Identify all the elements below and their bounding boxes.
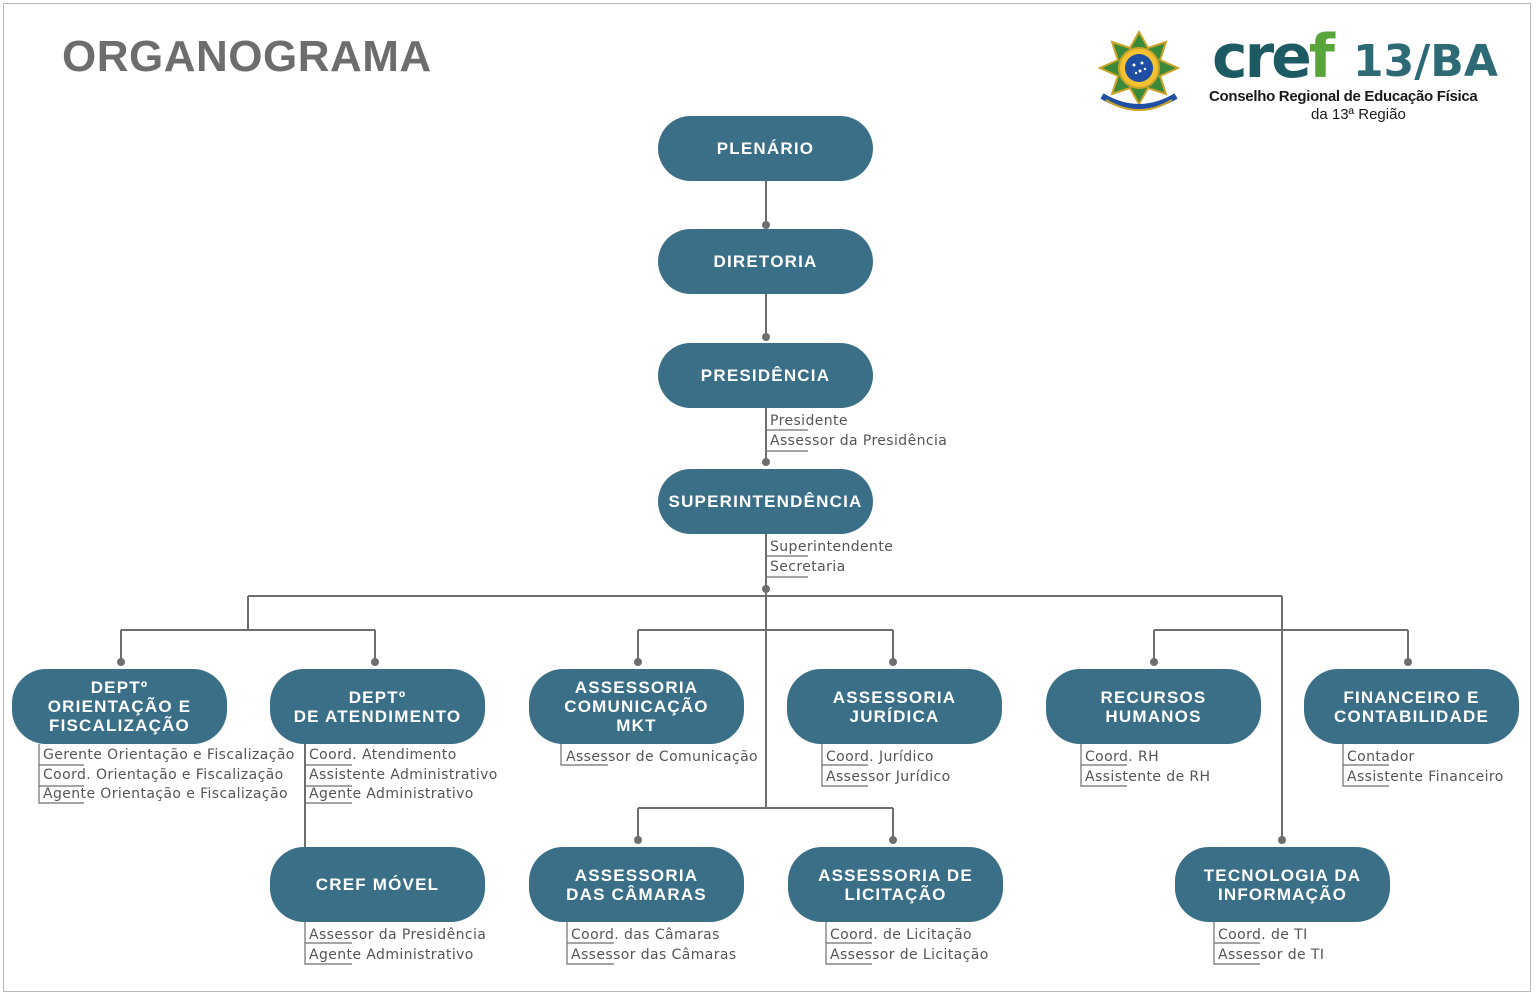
list-item: Coord. das Câmaras: [571, 927, 720, 943]
node-presidencia: PRESIDÊNCIA: [658, 343, 873, 408]
list-item: Coord. RH: [1085, 749, 1160, 765]
list-item: Assessor de TI: [1218, 947, 1325, 963]
node-superintendencia: SUPERINTENDÊNCIA: [658, 469, 873, 534]
assessoria-licitacao-items: Coord. de Licitação Assessor de Licitaçã…: [830, 925, 989, 965]
list-item: Assessor da Presidência: [770, 433, 948, 449]
node-diretoria: DIRETORIA: [658, 229, 873, 294]
cref-movel-items: Assessor da Presidência Agente Administr…: [309, 925, 486, 965]
node-plenario: PLENÁRIO: [658, 116, 873, 181]
financeiro-items: Contador Assistente Financeiro: [1347, 747, 1504, 787]
list-item: Assessor de Comunicação: [566, 749, 759, 765]
list-item: Superintendente: [770, 539, 894, 555]
dept-atendimento-items: Coord. Atendimento Assistente Administra…: [309, 746, 498, 804]
list-item: Coord. de Licitação: [830, 927, 972, 943]
list-item: Assistente de RH: [1085, 769, 1211, 785]
list-item: Assessor Jurídico: [826, 769, 951, 785]
page-frame: [3, 3, 1531, 992]
list-item: Coord. de TI: [1218, 927, 1308, 943]
list-item: Coord. Jurídico: [826, 749, 934, 765]
list-item: Coord. Atendimento: [309, 747, 457, 763]
node-cref-movel: CREF MÓVEL: [270, 847, 485, 922]
recursos-humanos-items: Coord. RH Assistente de RH: [1085, 747, 1210, 787]
list-item: Agente Administrativo: [309, 786, 474, 802]
assessoria-camaras-items: Coord. das Câmaras Assessor das Câmaras: [571, 925, 737, 965]
node-assessoria-comunicacao: ASSESSORIA COMUNICAÇÃO MKT: [529, 669, 744, 744]
tecnologia-items: Coord. de TI Assessor de TI: [1218, 925, 1324, 965]
node-dept-atendimento: DEPTº DE ATENDIMENTO: [270, 669, 485, 744]
list-item: Assessor de Licitação: [830, 947, 989, 963]
list-item: Gerente Orientação e Fiscalização: [43, 747, 295, 763]
list-item: Assessor da Presidência: [309, 927, 487, 943]
cref-region-code: 13/BA: [1353, 36, 1498, 87]
list-item: Contador: [1347, 749, 1415, 765]
assessoria-comunicacao-items: Assessor de Comunicação: [566, 747, 758, 767]
list-item: Assistente Financeiro: [1347, 769, 1504, 785]
node-assessoria-licitacao: ASSESSORIA DE LICITAÇÃO: [788, 847, 1003, 922]
list-item: Agente Orientação e Fiscalização: [43, 786, 288, 802]
node-dept-orientacao: DEPTº ORIENTAÇÃO E FISCALIZAÇÃO: [12, 669, 227, 744]
list-item: Assessor das Câmaras: [571, 947, 737, 963]
coat-of-arms-icon: [1097, 30, 1181, 111]
cref-logo-word: cref: [1212, 22, 1335, 92]
superintendencia-items: Superintendente Secretaria: [770, 537, 893, 577]
presidencia-items: Presidente Assessor da Presidência: [770, 411, 947, 451]
list-item: Coord. Orientação e Fiscalização: [43, 767, 284, 783]
list-item: Secretaria: [770, 559, 846, 575]
node-assessoria-juridica: ASSESSORIA JURÍDICA: [787, 669, 1002, 744]
node-tecnologia: TECNOLOGIA DA INFORMAÇÃO: [1175, 847, 1390, 922]
node-assessoria-camaras: ASSESSORIA DAS CÂMARAS: [529, 847, 744, 922]
dept-orientacao-items: Gerente Orientação e Fiscalização Coord.…: [43, 746, 295, 804]
cref-subtitle: Conselho Regional de Educação Física: [1209, 88, 1478, 105]
list-item: Agente Administrativo: [309, 947, 474, 963]
assessoria-juridica-items: Coord. Jurídico Assessor Jurídico: [826, 747, 951, 787]
node-financeiro: FINANCEIRO E CONTABILIDADE: [1304, 669, 1519, 744]
list-item: Assistente Administrativo: [309, 767, 498, 783]
cref-region-text: da 13ª Região: [1311, 106, 1406, 123]
node-recursos-humanos: RECURSOS HUMANOS: [1046, 669, 1261, 744]
page-title: ORGANOGRAMA: [62, 32, 432, 81]
list-item: Presidente: [770, 413, 848, 429]
